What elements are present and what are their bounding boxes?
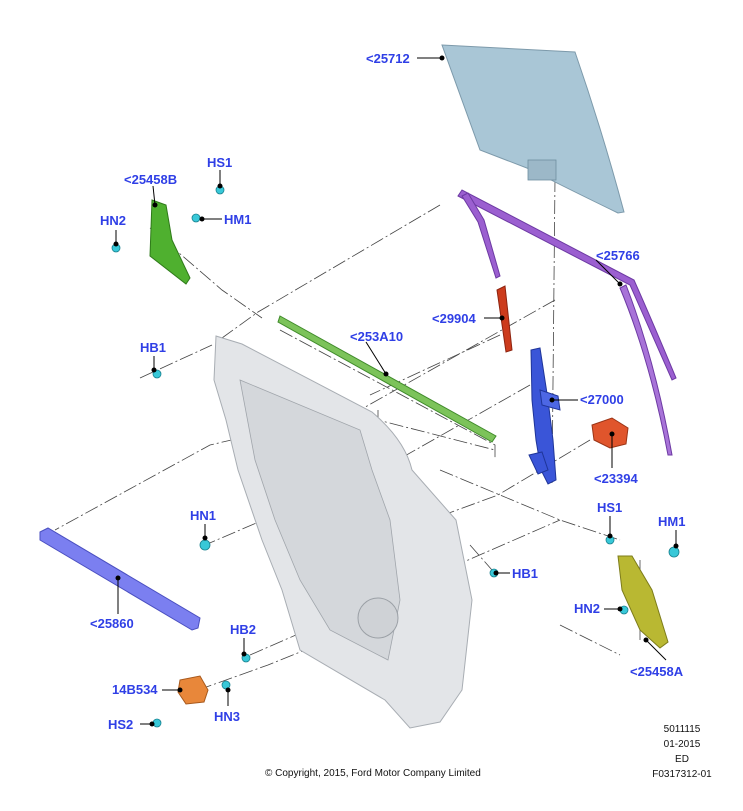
- bracket-25458b: [149, 199, 191, 285]
- label-hs1-right: HS1: [597, 500, 622, 515]
- glass-bracket: [527, 159, 557, 181]
- issue-date: 01-2015: [663, 739, 701, 750]
- label-14b534: 14B534: [112, 682, 158, 697]
- fastener-hm1-top: [191, 213, 201, 223]
- window-frame-trim: [457, 189, 677, 456]
- fastener-hn1: [199, 539, 211, 551]
- label-hm1-top: HM1: [224, 212, 251, 227]
- label-hn1: HN1: [190, 508, 216, 523]
- window-regulator: [528, 347, 561, 485]
- glass-run-rail: [496, 285, 513, 353]
- edition-mark: ED: [675, 754, 689, 765]
- label-25458b: <25458B: [124, 172, 177, 187]
- label-hb2: HB2: [230, 622, 256, 637]
- label-27000: <27000: [580, 392, 624, 407]
- label-hs1-top: HS1: [207, 155, 232, 170]
- bracket-25458a: [617, 555, 669, 649]
- label-hb1-right: HB1: [512, 566, 538, 581]
- door-inner-panel: [213, 335, 473, 729]
- copyright-text: © Copyright, 2015, Ford Motor Company Li…: [265, 768, 481, 779]
- label-25860: <25860: [90, 616, 134, 631]
- belt-moulding: [277, 315, 497, 443]
- module-14b534: [177, 675, 209, 705]
- label-hs2: HS2: [108, 717, 133, 732]
- leaders: [113, 55, 679, 727]
- label-hn2-top: HN2: [100, 213, 126, 228]
- label-hn2-right: HN2: [574, 601, 600, 616]
- label-hm1-right: HM1: [658, 514, 685, 529]
- label-25766: <25766: [596, 248, 640, 263]
- figure-number: F0317312-01: [652, 769, 712, 780]
- callout-labels: <25712 <25458B HS1 HN2 HM1 <25766 <29904…: [90, 51, 685, 732]
- label-hb1-left: HB1: [140, 340, 166, 355]
- label-23394: <23394: [594, 471, 639, 486]
- label-253a10: <253A10: [350, 329, 403, 344]
- label-hn3: HN3: [214, 709, 240, 724]
- part-code: 5011115: [663, 724, 701, 735]
- fastener-hm1-right: [668, 546, 680, 558]
- door-glass: [441, 44, 625, 214]
- label-29904: <29904: [432, 311, 477, 326]
- label-25458a: <25458A: [630, 664, 684, 679]
- label-25712: <25712: [366, 51, 410, 66]
